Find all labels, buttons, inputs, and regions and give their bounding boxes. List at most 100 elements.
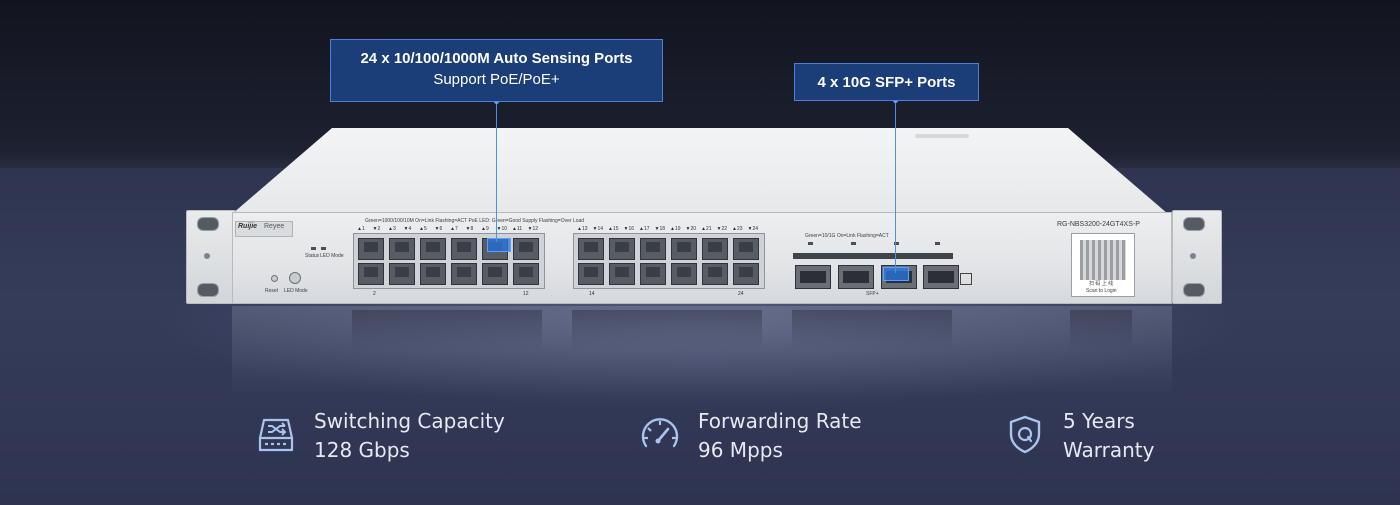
port-top-label: ▼20	[685, 226, 697, 232]
rj45-port[interactable]	[640, 238, 666, 260]
sfp-led	[894, 242, 899, 245]
port-top-label: ▲3	[388, 226, 396, 232]
port-top-label: ▲19	[670, 226, 681, 232]
feature-line1: Forwarding Rate	[698, 409, 862, 433]
brand-name: Ruijie	[238, 223, 258, 230]
port-top-label: ▼12	[527, 226, 539, 232]
qr-pattern	[1080, 240, 1126, 280]
sfp-led	[808, 242, 813, 245]
rj45-port[interactable]	[482, 263, 508, 285]
ports-callout: 24 x 10/100/1000M Auto Sensing Ports Sup…	[330, 39, 663, 102]
rj45-port[interactable]	[671, 263, 697, 285]
highlighted-sfp-port	[883, 267, 909, 281]
reflection-block	[792, 310, 952, 350]
rj45-port[interactable]	[640, 263, 666, 285]
rj45-port[interactable]	[671, 238, 697, 260]
device-reflection	[232, 306, 1172, 396]
rj45-port[interactable]	[420, 238, 446, 260]
rj45-port[interactable]	[733, 238, 759, 260]
sfp-legend: Green=10/1G On=Link Flashing=ACT	[805, 233, 889, 239]
port-legend: Green=1000/100/10M On=Link Flashing=ACT …	[365, 218, 585, 224]
rj45-port[interactable]	[733, 263, 759, 285]
rj45-port[interactable]	[578, 263, 604, 285]
status-label: Status	[305, 253, 320, 259]
rj45-port[interactable]	[451, 238, 477, 260]
feature-line2: 96 Mpps	[698, 438, 783, 462]
sfp-port-25[interactable]	[795, 265, 831, 289]
feature-forwarding-rate: Forwarding Rate 96 Mpps	[638, 404, 898, 468]
brand-badge: Ruijie Reyee	[235, 221, 293, 237]
port-top-label: ▼4	[403, 226, 412, 232]
login-qr-code[interactable]: 扫 码 上 线 Scan to Login	[1071, 233, 1135, 297]
ear-screw	[204, 253, 210, 259]
port-top-label: ▲1	[357, 226, 365, 232]
port-top-label: ▲9	[481, 226, 489, 232]
rj45-port[interactable]	[389, 263, 415, 285]
port-top-label: ▼14	[592, 226, 604, 232]
led-mode-button[interactable]	[289, 272, 301, 284]
reset-label: Reset	[265, 288, 279, 294]
feature-line2: Warranty	[1063, 438, 1155, 462]
port-top-label: ▼10	[496, 226, 508, 232]
rack-ear-right	[1172, 210, 1222, 304]
port-top-label: ▲7	[450, 226, 458, 232]
port-top-label: ▲15	[608, 226, 619, 232]
scan-cn-label: 扫 码 上 线	[1089, 281, 1114, 287]
ear-hole	[197, 217, 219, 231]
rj45-port[interactable]	[513, 263, 539, 285]
status-led	[311, 247, 316, 250]
sfp-strip	[793, 253, 953, 259]
ear-hole	[1183, 283, 1205, 297]
shield-warranty-icon	[1009, 415, 1041, 454]
port-top-label: ▼22	[716, 226, 728, 232]
switch-front-panel: Ruijie Reyee Status LED Mode Reset LED M…	[232, 212, 1172, 304]
port-top-label: ▲23	[732, 226, 743, 232]
sfp-label: SFP+	[866, 291, 879, 297]
rj45-port[interactable]	[578, 238, 604, 260]
sfp-led	[935, 242, 940, 245]
port-number-label: 24	[738, 291, 744, 297]
rj45-port[interactable]	[358, 263, 384, 285]
sfp-port-28[interactable]	[923, 265, 959, 289]
ports-pointer-line	[496, 102, 497, 242]
port-top-label: ▲13	[577, 226, 588, 232]
port-top-label: ▲5	[419, 226, 427, 232]
rack-ear-left	[186, 210, 236, 304]
sfp-pointer-line	[895, 101, 896, 273]
reflection-block	[352, 310, 542, 350]
sfp-port-26[interactable]	[838, 265, 874, 289]
sub-brand-name: Reyee	[264, 223, 285, 230]
reset-button[interactable]	[271, 275, 278, 282]
rj45-port[interactable]	[389, 238, 415, 260]
port-top-label: ▼16	[623, 226, 635, 232]
led-mode-label: LED Mode	[320, 253, 344, 259]
console-port[interactable]	[960, 273, 972, 285]
port-top-label: ▼8	[465, 226, 474, 232]
switch-top-cover	[232, 128, 1168, 214]
highlighted-rj45-port	[487, 238, 511, 252]
reflection-block	[572, 310, 762, 350]
top-cover-dent	[915, 134, 969, 138]
rj45-port[interactable]	[702, 238, 728, 260]
rj45-port[interactable]	[358, 238, 384, 260]
sfp-callout: 4 x 10G SFP+ Ports	[794, 63, 979, 101]
rj45-port-group-1-12: ▲1▼2▲3▼4▲5▼6▲7▼8▲9▼10▲11▼12	[353, 226, 545, 289]
switching-icon	[258, 418, 294, 452]
rj45-port[interactable]	[513, 238, 539, 260]
ports-callout-title: 24 x 10/100/1000M Auto Sensing Ports	[360, 50, 633, 67]
rj45-port[interactable]	[609, 263, 635, 285]
port-number-label: 12	[523, 291, 529, 297]
feature-line1: Switching Capacity	[314, 409, 505, 433]
port-top-label: ▼6	[434, 226, 443, 232]
port-top-label: ▼2	[372, 226, 381, 232]
ear-screw	[1190, 253, 1196, 259]
scan-label: Scan to Login	[1086, 288, 1117, 294]
model-label: RG-NBS3200-24GT4XS-P	[1057, 221, 1140, 228]
rj45-port[interactable]	[451, 263, 477, 285]
ear-hole	[1183, 217, 1205, 231]
led-mode-led	[321, 247, 326, 250]
rj45-port[interactable]	[420, 263, 446, 285]
rj45-port[interactable]	[609, 238, 635, 260]
port-top-label: ▼24	[747, 226, 759, 232]
rj45-port[interactable]	[702, 263, 728, 285]
